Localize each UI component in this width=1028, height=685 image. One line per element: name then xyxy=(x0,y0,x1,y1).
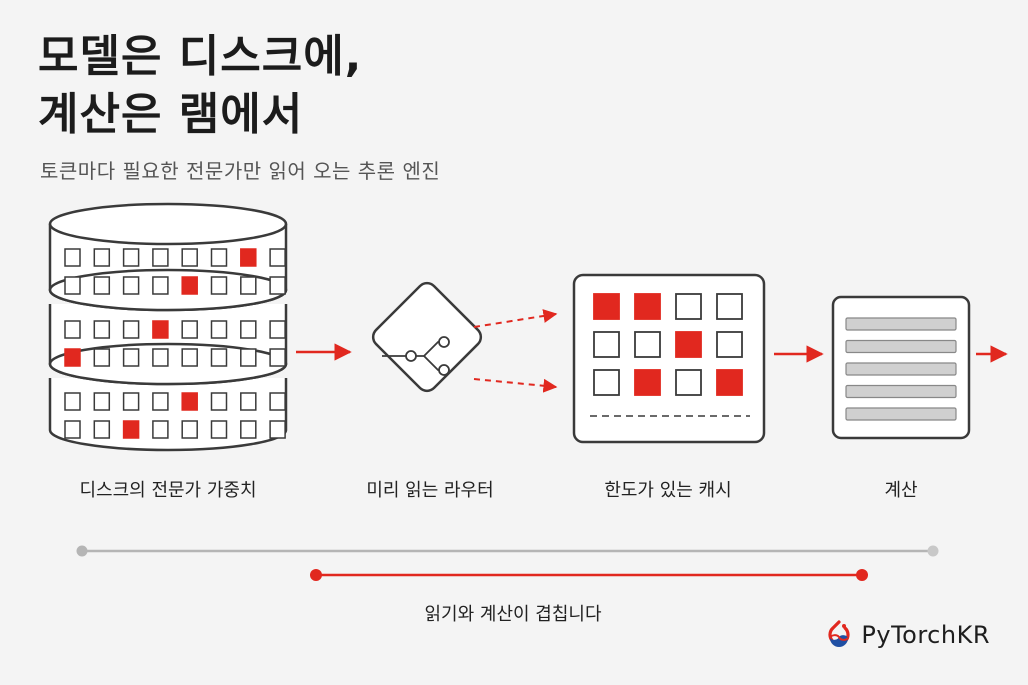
compute-row-bar xyxy=(845,339,957,354)
compute-row-bar xyxy=(845,384,957,399)
brand-logo: PyTorchKR xyxy=(825,620,990,650)
cache-slot xyxy=(593,293,620,320)
disk-cell xyxy=(210,248,228,267)
disk-cell xyxy=(240,392,257,411)
disk-cell xyxy=(93,276,111,295)
disk-cell xyxy=(64,248,81,267)
disk-cell xyxy=(210,392,228,411)
title-line-2: 계산은 램에서 xyxy=(38,89,304,140)
cache-slot xyxy=(675,331,702,358)
disk-cell xyxy=(181,248,198,267)
stage-label-router: 미리 읽는 라우터 xyxy=(366,480,494,501)
disk-cell xyxy=(269,348,286,367)
disk-cell xyxy=(64,420,81,439)
disk-cell xyxy=(93,348,111,367)
cache-slot xyxy=(634,369,661,396)
compute-timeline xyxy=(310,569,868,581)
disk-cell xyxy=(122,392,140,411)
cache-slot xyxy=(593,369,620,396)
disk-cell xyxy=(152,420,169,439)
cache-slot xyxy=(634,331,661,358)
disk-cell xyxy=(152,392,169,411)
pytorch-flame-icon xyxy=(828,620,850,647)
disk-cell xyxy=(122,320,140,339)
read-timeline xyxy=(76,545,939,557)
disk-cell xyxy=(122,276,140,295)
brand-name: PyTorchKR xyxy=(861,621,990,649)
disk-cell xyxy=(181,392,198,411)
prefetch-arrow-upper xyxy=(473,309,558,328)
disk-cell xyxy=(93,248,111,267)
disk-cell xyxy=(93,320,111,339)
disk-cell xyxy=(152,276,169,295)
page-subtitle: 토큰마다 필요한 전문가만 읽어 오는 추론 엔진 xyxy=(40,159,441,183)
disk-cell xyxy=(93,392,111,411)
disk-cell xyxy=(152,348,169,367)
disk-cell xyxy=(210,348,228,367)
stage-label-compute: 계산 xyxy=(884,480,918,501)
disk-cell xyxy=(240,320,257,339)
prefetch-arrow-lower xyxy=(473,378,558,393)
disk-cell xyxy=(64,348,81,367)
disk-cell xyxy=(269,276,286,295)
compute-row-bar xyxy=(845,362,957,376)
disk-cell xyxy=(210,276,228,295)
disk-cell xyxy=(181,348,198,367)
disk-cell xyxy=(64,276,81,295)
disk-cell xyxy=(64,392,81,411)
disk-weight-cells xyxy=(64,248,286,439)
cache-slot xyxy=(716,331,743,358)
disk-cell xyxy=(210,320,228,339)
disk-cell xyxy=(64,320,81,339)
disk-cell xyxy=(269,420,286,439)
title-line-1: 모델은 디스크에, xyxy=(38,31,363,82)
disk-cell xyxy=(269,320,286,339)
disk-cell xyxy=(152,248,169,267)
stage-label-cache: 한도가 있는 캐시 xyxy=(604,480,732,501)
disk-cell xyxy=(152,320,169,339)
router-icon xyxy=(371,281,483,393)
cache-slot xyxy=(675,369,702,396)
disk-cell xyxy=(210,420,228,439)
disk-cell xyxy=(181,276,198,295)
cache-slot xyxy=(675,293,702,320)
disk-cell xyxy=(181,420,198,439)
disk-cell xyxy=(240,420,257,439)
stage-label-disk: 디스크의 전문가 가중치 xyxy=(79,480,257,501)
disk-cell xyxy=(240,348,257,367)
disk-cell xyxy=(122,348,140,367)
disk-cell xyxy=(269,392,286,411)
page-title: 모델은 디스크에, 계산은 램에서 xyxy=(38,28,362,144)
disk-cell xyxy=(93,420,111,439)
disk-cell xyxy=(240,248,257,267)
disk-cell xyxy=(122,420,140,439)
compute-row-bar xyxy=(845,407,957,421)
disk-cell xyxy=(122,248,140,267)
cache-slot xyxy=(716,369,743,396)
cache-slot xyxy=(634,293,661,320)
disk-cell xyxy=(269,248,286,267)
cache-slot xyxy=(593,331,620,358)
disk-cell xyxy=(181,320,198,339)
cache-slot-cells xyxy=(593,293,743,396)
overlap-label: 읽기와 계산이 겹칩니다 xyxy=(424,604,602,625)
compute-row-bar xyxy=(845,317,957,331)
cache-slot xyxy=(716,293,743,320)
disk-cell xyxy=(240,276,257,295)
compute-rows xyxy=(845,317,957,421)
